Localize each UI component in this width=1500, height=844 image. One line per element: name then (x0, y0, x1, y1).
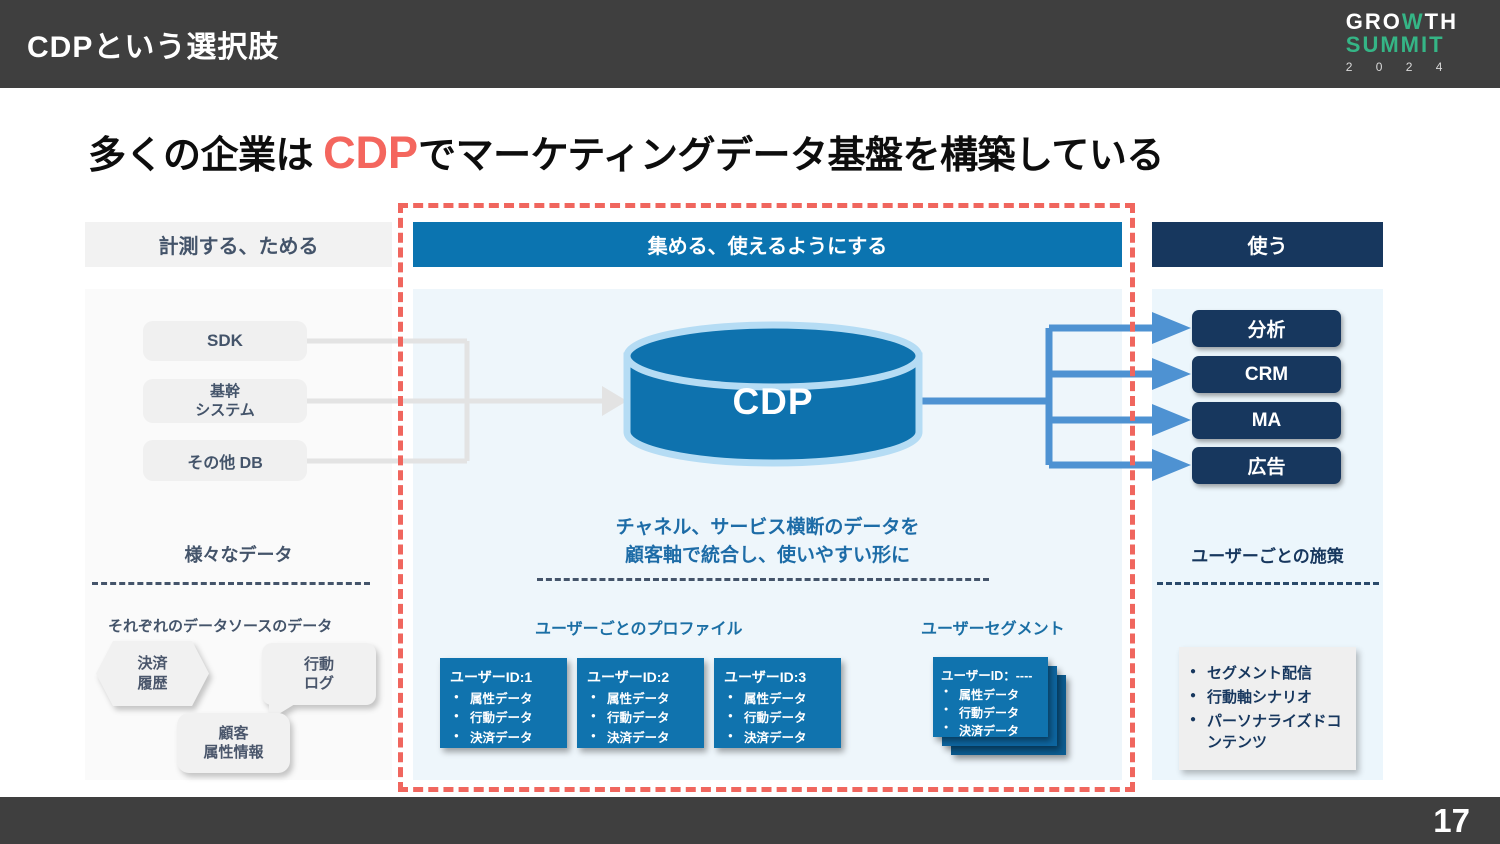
user-segment-card: ユーザーID：---- 属性データ 行動データ 決済データ (933, 657, 1048, 740)
user-profile-2-items: 属性データ 行動データ 決済データ (587, 690, 700, 748)
middle-dashed-divider (537, 578, 989, 581)
user-segment-title: ユーザーID：---- (941, 669, 1033, 683)
source-box-sdk-label: SDK (207, 331, 243, 350)
customer-attributes-line2: 属性情報 (203, 744, 264, 761)
page-title-highlight: CDP (323, 127, 419, 178)
destination-box-crm: CRM (1192, 356, 1341, 393)
source-box-core-line2: システム (195, 402, 255, 419)
user-profile-card-3: ユーザーID:3 属性データ 行動データ 決済データ (714, 658, 841, 748)
profile-item: 決済データ (607, 730, 670, 745)
user-profile-3-title: ユーザーID:3 (724, 669, 807, 685)
source-box-other-db-label: その他 DB (187, 454, 263, 472)
column-header-measure: 計測する、ためる (85, 222, 392, 267)
source-box-other-db: その他 DB (143, 440, 307, 481)
profile-item: 決済データ (470, 730, 533, 745)
left-dashed-divider (92, 582, 370, 585)
payment-history-line2: 履歴 (137, 674, 168, 692)
destination-box-analytics: 分析 (1192, 310, 1341, 347)
top-bar: CDPという選択肢 GROWTH SUMMIT 2 0 2 4 (0, 0, 1500, 88)
action-item: パーソナライズドコンテンツ (1207, 712, 1342, 752)
logo-growth-pre: GRO (1345, 9, 1402, 34)
source-box-sdk: SDK (143, 321, 307, 361)
segment-item: 行動データ (959, 706, 1020, 720)
destination-box-ads: 広告 (1192, 447, 1341, 484)
source-box-core-system: 基幹 システム (143, 379, 307, 423)
profile-item: 行動データ (470, 711, 533, 726)
user-segment-card-stack: ユーザーID：---- 属性データ 行動データ 決済データ (933, 657, 1066, 755)
user-profile-card-1: ユーザーID:1 属性データ 行動データ 決済データ (440, 658, 567, 748)
page-number: 17 (1433, 801, 1470, 839)
customer-attributes-line1: 顧客 (218, 724, 249, 742)
profile-group-label: ユーザーごとのプロファイル (535, 621, 743, 638)
logo-line-year: 2 0 2 4 (1345, 60, 1453, 74)
cdp-database-label: CDP (732, 381, 814, 422)
behavior-log-line1: 行動 (303, 655, 334, 673)
left-panel-background (85, 289, 392, 780)
data-shape-payment-history: 決済 履歴 (96, 641, 209, 706)
profile-item: 属性データ (607, 692, 670, 706)
segment-group-label: ユーザーセグメント (921, 621, 1065, 638)
action-item: セグメント配信 (1207, 665, 1313, 682)
cdp-description-line2: 顧客軸で統合し、使いやすい形に (624, 545, 910, 566)
data-shape-customer-attributes: 顧客 属性情報 (177, 713, 290, 773)
logo-line-summit: SUMMIT (1345, 32, 1445, 57)
column-header-collect: 集める、使えるようにする (413, 222, 1122, 267)
user-actions-box: セグメント配信 行動軸シナリオ パーソナライズドコンテンツ (1179, 647, 1356, 770)
user-profile-1-title: ユーザーID:1 (450, 669, 533, 685)
cdp-description-line1: チャネル、サービス横断のデータを (615, 517, 920, 538)
user-segment-items: 属性データ 行動データ 決済データ (941, 686, 1045, 740)
left-subcaption: それぞれのデータソースのデータ (108, 618, 333, 635)
profile-item: 決済データ (744, 730, 807, 745)
destination-box-ma: MA (1192, 402, 1341, 439)
page-title-suffix: でマーケティングデータ基盤を構築している (418, 135, 1164, 177)
behavior-log-line2: ログ (303, 675, 334, 692)
column-header-use: 使う (1152, 222, 1383, 267)
segment-item: 属性データ (959, 688, 1020, 702)
user-actions-list: セグメント配信 行動軸シナリオ パーソナライズドコンテンツ (1187, 663, 1348, 754)
source-box-core-line1: 基幹 (209, 382, 240, 400)
profile-item: 属性データ (470, 692, 533, 706)
user-profile-3-items: 属性データ 行動データ 決済データ (724, 690, 837, 748)
growth-summit-logo: GROWTH SUMMIT 2 0 2 4 (1345, 11, 1458, 74)
right-caption: ユーザーごとの施策 (1191, 547, 1344, 566)
action-item: 行動軸シナリオ (1207, 688, 1313, 706)
page-title: 多くの企業は CDPでマーケティングデータ基盤を構築している (88, 124, 1164, 179)
slide-header-title: CDPという選択肢 (27, 31, 280, 64)
page-title-prefix: 多くの企業は (88, 135, 324, 177)
footer-bar: 17 (0, 797, 1500, 844)
segment-item: 決済データ (959, 724, 1020, 738)
right-dashed-divider (1157, 582, 1379, 585)
left-caption: 様々なデータ (184, 545, 293, 565)
user-profile-card-2: ユーザーID:2 属性データ 行動データ 決済データ (577, 658, 704, 748)
logo-line-growth: GROWTH (1346, 11, 1458, 33)
profile-item: 属性データ (744, 692, 807, 706)
user-profile-2-title: ユーザーID:2 (587, 669, 670, 685)
user-profile-1-items: 属性データ 行動データ 決済データ (450, 690, 563, 748)
data-shape-behavior-log: 行動 ログ (262, 643, 376, 720)
profile-item: 行動データ (607, 711, 670, 726)
profile-item: 行動データ (744, 711, 807, 726)
logo-growth-w: W (1401, 9, 1425, 34)
payment-history-line1: 決済 (137, 655, 168, 672)
logo-growth-post: TH (1424, 9, 1458, 34)
